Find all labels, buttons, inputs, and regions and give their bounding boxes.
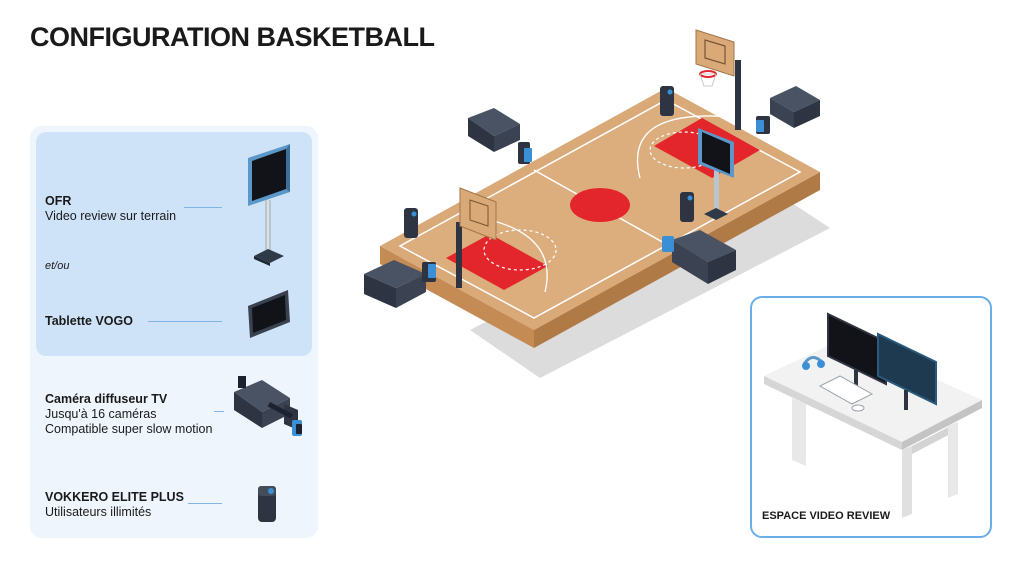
- leader-line-tablet: [148, 321, 222, 322]
- center-circle: [570, 188, 630, 222]
- tv-camera-court-1: [468, 108, 532, 164]
- mouse: [851, 404, 865, 412]
- legend-ofr-desc: Video review sur terrain: [45, 209, 177, 223]
- video-review-area: ESPACE VIDEO REVIEW: [750, 296, 992, 538]
- desk-leg-left: [792, 398, 806, 466]
- hoop-near: [456, 187, 497, 288]
- tv-camera-court-3: [364, 260, 436, 308]
- page-title: CONFIGURATION BASKETBALL: [30, 22, 435, 52]
- leader-line-vokkero: [188, 503, 222, 504]
- leader-line-tv-camera: [214, 411, 224, 412]
- review-area-label: ESPACE VIDEO REVIEW: [762, 510, 891, 522]
- desk-leg-right: [902, 446, 912, 518]
- hoop-far: [695, 29, 741, 130]
- tv-camera-court-2: [756, 86, 820, 134]
- review-monitor-front: [877, 332, 937, 406]
- legend-tv-camera-line1: Jusqu'à 16 caméras: [45, 407, 157, 421]
- paint-left: [446, 234, 548, 290]
- keyboard: [818, 375, 874, 405]
- ofr-monitor-icon: [248, 144, 290, 266]
- vokkero-device-icon: [258, 486, 276, 522]
- tv-camera-court-4: [662, 230, 736, 284]
- leader-line-ofr: [184, 207, 222, 208]
- vokkero-device-court-3: [680, 192, 694, 222]
- legend-tablet-name: Tablette VOGO: [45, 314, 133, 328]
- vokkero-device-court-2: [660, 86, 674, 116]
- legend-vokkero: VOKKERO ELITE PLUS Utilisateurs illimité…: [45, 490, 184, 520]
- tablet-icon: [248, 290, 290, 338]
- review-monitor-back: [827, 312, 887, 386]
- review-desk-illustration: [764, 312, 982, 518]
- legend-ofr-name: OFR: [45, 194, 72, 208]
- legend-tablet: Tablette VOGO: [45, 314, 133, 329]
- legend-tv-camera: Caméra diffuseur TV Jusqu'à 16 caméras C…: [45, 392, 212, 437]
- legend-tv-camera-name: Caméra diffuseur TV: [45, 392, 168, 406]
- legend-vokkero-name: VOKKERO ELITE PLUS: [45, 490, 184, 504]
- tv-camera-icon: [234, 376, 302, 436]
- vokkero-device-court-1: [404, 208, 418, 238]
- legend-separator: et/ou: [45, 260, 70, 272]
- legend-ofr: OFR Video review sur terrain: [45, 194, 176, 224]
- legend-vokkero-desc: Utilisateurs illimités: [45, 505, 152, 519]
- legend-tv-camera-line2: Compatible super slow motion: [45, 422, 213, 436]
- ofr-monitor-court: [698, 128, 734, 220]
